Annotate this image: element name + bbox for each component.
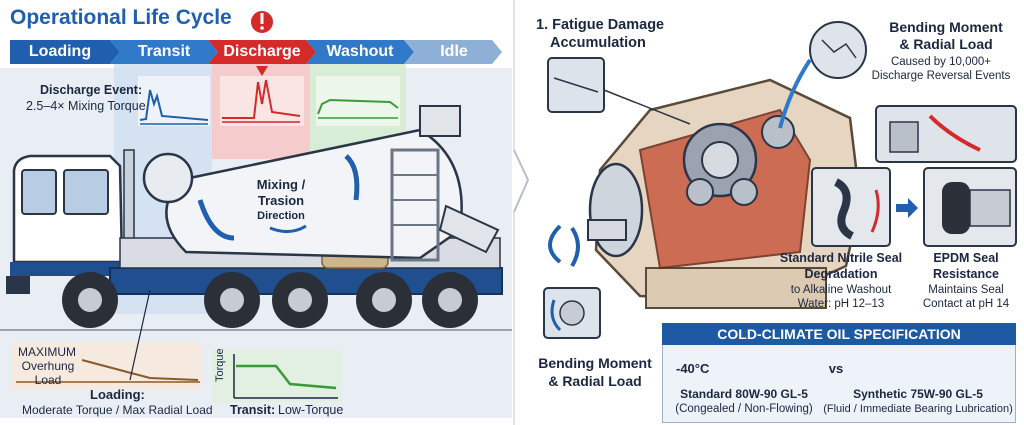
rotation-arrow-right-icon [344,154,360,201]
cracked-bearing-inset [778,21,867,129]
torque-axis-label: Torque [214,348,226,382]
drum-label-line2: Trasion [257,193,305,208]
drum-label-line3: Direction [257,210,305,222]
nitrile-line3: to Alkaline Washout [790,284,892,296]
epdm-line4: Contact at pH 14 [922,298,1010,310]
temperature-label: -40°C [676,361,710,376]
max-overhung-line1: MAXIMUM [18,345,76,359]
stage-arrow-transit [110,40,218,64]
loading-title: Loading: [90,387,145,402]
output-flange [588,162,644,258]
epdm-seal-inset [923,167,1017,247]
loading-load-graph [12,289,202,390]
epdm-line3: Maintains Seal [928,284,1004,296]
transit-title: Transit: [230,403,276,417]
wheel-middle-2 [272,272,328,328]
stage-arrow-idle [404,40,502,64]
panel-divider [513,149,530,213]
standard-oil-desc: (Congealed / Non-Flowing) [675,403,813,415]
mixer-drum [142,128,463,260]
loading-description: Moderate Torque / Max Radial Load [22,403,213,417]
bending-top-line4: Discharge Reversal Events [871,70,1011,82]
bending-top-line1: Bending Moment [889,19,1003,35]
nitrile-line4: Water: pH 12–13 [797,298,885,310]
versus-label: vs [828,361,844,376]
epdm-line1: EPDM Seal [933,251,999,265]
truck-cab [6,149,135,294]
nitrile-line1: Standard Nitrile Seal [779,251,903,265]
standard-oil-title: Standard 80W-90 GL-5 [680,387,808,401]
bending-bottom-line1: Bending Moment [538,355,652,371]
fatigue-label-line2: Accumulation [550,35,646,51]
wheel-rear-2 [422,272,478,328]
stage-arrow-loading [10,40,120,64]
drum-label-line1: Mixing / [256,177,306,192]
discharge-event-title: Discharge Event: [40,83,143,97]
direction-arrow-icon [269,224,307,233]
bending-top-line2: & Radial Load [899,36,993,52]
rear-ladder [390,105,500,262]
oil-spec-header: COLD-CLIMATE OIL SPECIFICATION [662,323,1016,345]
stage-washout: Washout [326,43,394,60]
stage-arrow-discharge [208,40,316,64]
seal-transition-arrow-icon [896,198,918,218]
discharge-torque-graph [220,66,304,126]
nitrile-line2: Degradation [804,267,878,281]
rotation-arrows-icon [548,224,580,268]
rotation-arrow-left-icon [197,199,235,241]
page-title: Operational Life Cycle [10,6,232,29]
wheel-rear [356,272,412,328]
stage-idle: Idle [440,43,468,60]
transit-description: Low-Torque [278,403,344,417]
synthetic-oil-desc: (Fluid / Immediate Bearing Lubrication) [823,403,1013,415]
output-shaft [587,219,627,241]
discharge-event-value: 2.5–4× Mixing Torque [26,99,146,113]
fatigue-label-line1: 1. Fatigue Damage [536,17,665,33]
stage-arrow-washout [306,40,414,64]
epdm-line2: Resistance [932,267,999,281]
seal-closeup-inset [875,105,1017,163]
gearbox-base [645,267,827,309]
stage-loading: Loading [28,43,92,60]
bearing-icon [761,115,795,149]
bending-top-line3: Caused by 10,000+ [890,56,992,68]
stage-transit: Transit [137,43,191,60]
planet-gear-icon [686,178,714,206]
max-overhung-line2: Overhung [21,359,75,373]
transit-low-torque-graph [212,350,342,402]
gearbox [587,78,862,309]
wheel-middle-1 [204,272,260,328]
stage-discharge: Discharge [223,43,301,60]
alert-icon [249,9,275,35]
fatigue-inset [547,57,691,125]
discharge-chute [438,204,500,254]
synthetic-oil-title: Synthetic 75W-90 GL-5 [853,387,983,401]
max-overhung-line3: Load [34,373,62,387]
washout-torque-graph [316,76,400,126]
bending-inset [543,287,601,339]
nitrile-seal-inset [811,167,891,247]
transit-torque-graph [138,76,210,126]
wheel-front [62,272,118,328]
bending-bottom-line2: & Radial Load [548,373,642,389]
